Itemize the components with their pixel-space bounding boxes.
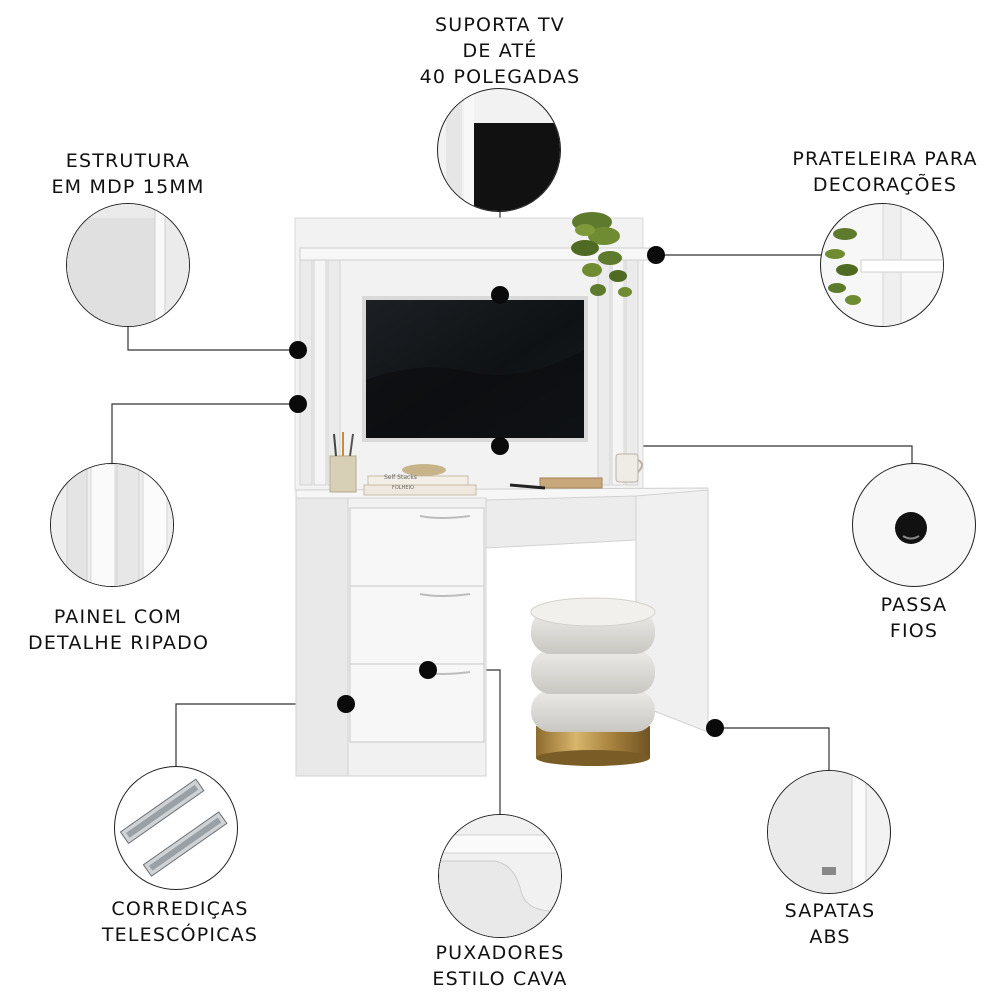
feet-detail-circle	[767, 770, 891, 894]
feet-marker-dot	[706, 719, 724, 737]
shelf-detail-circle	[820, 203, 944, 327]
structure-connector	[127, 323, 298, 351]
tv-support-label: SUPORTA TV DE ATÉ 40 POLEGADAS	[419, 14, 581, 88]
structure-label: ESTRUTURA EM MDP 15MM	[51, 150, 205, 198]
plant	[571, 212, 632, 297]
book-spine-text-2: FOLHEIO	[392, 485, 414, 491]
feet-label: SAPATAS ABS	[784, 900, 876, 948]
tv	[362, 296, 588, 442]
stool	[530, 597, 656, 766]
cable-detail-circle	[852, 463, 976, 587]
slides-label: CORREDIÇAS TELESCÓPICAS	[101, 898, 259, 946]
cable-pass-label: PASSA FIOS	[880, 594, 948, 642]
shelf-label: PRATELEIRA PARA DECORAÇÕES	[792, 148, 978, 196]
desk-items	[329, 432, 643, 496]
book-spine-text-1: Self Stacks	[384, 474, 417, 481]
back-panel	[294, 217, 651, 491]
slides-detail-circle	[114, 766, 238, 890]
slides-marker-dot	[337, 695, 355, 713]
shelf-marker-dot	[647, 246, 665, 264]
handles-marker-dot	[419, 661, 437, 679]
tv-marker-dot	[491, 286, 509, 304]
feet-connector	[715, 727, 830, 770]
desktop	[295, 487, 709, 777]
handles-label: PUXADORES ESTILO CAVA	[432, 942, 568, 990]
structure-marker-dot	[289, 341, 307, 359]
panel-detail-circle	[50, 463, 174, 587]
panel-marker-dot	[289, 395, 307, 413]
structure-detail-circle	[66, 203, 190, 327]
tv-detail-circle	[437, 88, 561, 212]
panel-connector	[111, 403, 298, 465]
handles-detail-circle	[438, 814, 562, 938]
cable-marker-dot	[491, 437, 509, 455]
slides-connector	[175, 703, 346, 766]
panel-label: PAINEL COM DETALHE RIPADO	[28, 606, 210, 654]
